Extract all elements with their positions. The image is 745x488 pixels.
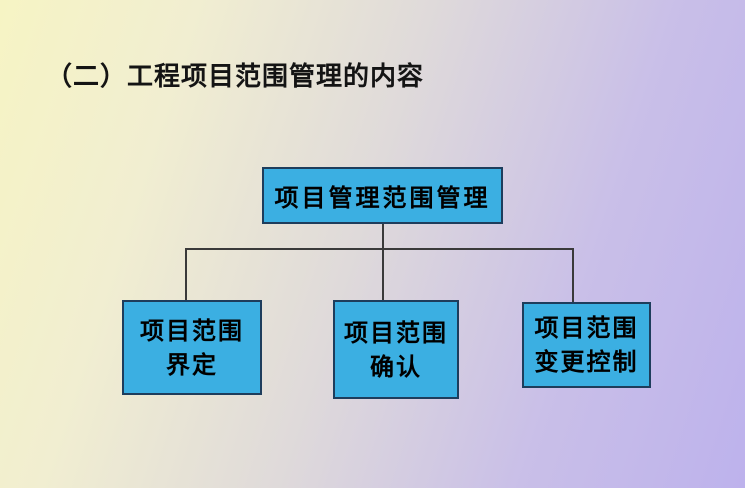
slide-title: （二）工程项目范围管理的内容 bbox=[46, 62, 425, 92]
child-node-label-line: 项目范围 bbox=[344, 318, 448, 347]
child-node-label-line: 变更控制 bbox=[534, 348, 639, 376]
child-node-scope-definition: 项目范围 界定 bbox=[122, 300, 262, 395]
root-node-label: 项目管理范围管理 bbox=[274, 184, 491, 212]
child-node-label-line: 项目范围 bbox=[534, 314, 639, 342]
child-node-label-line: 确认 bbox=[370, 352, 422, 381]
connector-root-vertical bbox=[382, 224, 384, 249]
connector-center-vertical bbox=[382, 249, 384, 300]
root-node-project-scope-management: 项目管理范围管理 bbox=[262, 167, 503, 224]
connector-left-vertical bbox=[185, 249, 187, 300]
child-node-label-line: 界定 bbox=[166, 350, 218, 379]
child-node-scope-change-control: 项目范围 变更控制 bbox=[522, 302, 651, 388]
connector-right-vertical bbox=[572, 249, 574, 302]
child-node-label-line: 项目范围 bbox=[140, 316, 244, 345]
connector-horizontal-bar bbox=[185, 248, 574, 250]
child-node-scope-verification: 项目范围 确认 bbox=[333, 300, 459, 399]
